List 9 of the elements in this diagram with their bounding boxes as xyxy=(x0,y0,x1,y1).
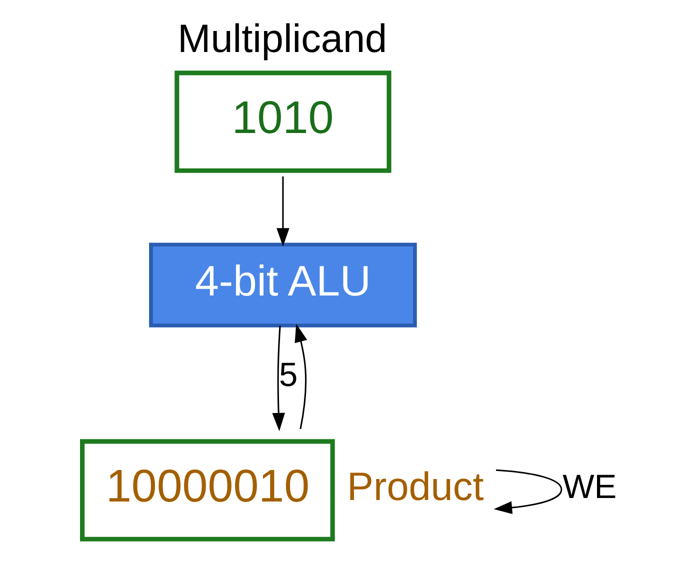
arrow xyxy=(272,326,285,432)
node-label: Multiplicand xyxy=(178,17,388,62)
edge-label: 5 xyxy=(278,356,298,394)
arrow xyxy=(276,176,290,246)
arrow xyxy=(494,469,562,514)
arrow xyxy=(294,324,308,430)
edge-label: WE xyxy=(562,469,617,506)
node-box: 4-bit ALU xyxy=(149,242,417,328)
node-label: Product xyxy=(347,464,484,509)
